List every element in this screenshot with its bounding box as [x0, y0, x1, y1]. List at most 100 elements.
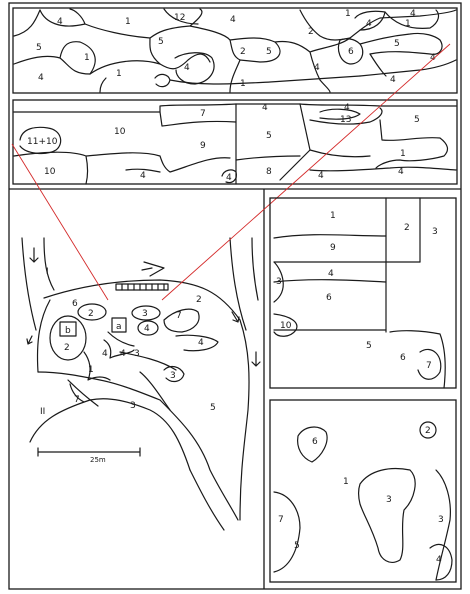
strip-b-frame — [12, 99, 458, 185]
strip-a-frame — [12, 7, 458, 94]
page-frame — [8, 2, 462, 590]
strip-a-map: 4 1 12 4 1 4 4 1 5 1 5 2 5 2 6 5 4 4 1 4… — [12, 7, 458, 94]
map-d-label-0: 6 — [312, 437, 318, 447]
strip-a-label-22: 4 — [390, 75, 396, 85]
area-label-3: 2 — [64, 343, 70, 353]
strip-b-label-5: 10 — [114, 127, 126, 137]
scale-bar — [37, 447, 141, 457]
strip-b-label-12: 4 — [226, 173, 232, 183]
zone-label-1: I — [46, 267, 49, 277]
area-label-12: 4 — [102, 349, 108, 359]
strip-a-label-5: 4 — [366, 19, 372, 29]
area-label-14: 7 — [74, 395, 80, 405]
strip-b-label-3: 5 — [414, 115, 420, 125]
flow-arrow-icon — [251, 351, 261, 367]
area-label-10: 2 — [196, 295, 202, 305]
strip-b-label-4: 11+10 — [27, 137, 58, 147]
marked-plot-a — [111, 317, 127, 333]
plot-map-c-labels: 1 9 2 3 4 3 6 10 5 6 7 — [276, 211, 438, 371]
strip-a-label-19: 4 — [184, 63, 190, 73]
strip-b-label-15: 4 — [398, 167, 404, 177]
strip-a-label-21: 4 — [314, 63, 320, 73]
strip-a-label-2: 12 — [174, 13, 185, 23]
area-label-17: 5 — [210, 403, 216, 413]
strip-a-label-9: 1 — [84, 53, 90, 63]
flow-arrow-icon — [26, 335, 33, 345]
area-label-15: 4 — [120, 349, 126, 359]
area-label-6: 4 — [144, 324, 150, 334]
map-c-label-10: 7 — [426, 361, 432, 371]
red-reference-line — [11, 143, 109, 301]
strip-a-labels: 4 1 12 4 1 4 4 1 5 1 5 2 5 2 6 5 4 4 1 4… — [36, 9, 436, 89]
strip-a-label-18: 1 — [116, 69, 122, 79]
strip-a-label-16: 4 — [430, 53, 436, 63]
strip-b-label-6: 9 — [200, 141, 206, 151]
north-arrow-icon — [141, 261, 165, 277]
strip-a-label-6: 4 — [410, 9, 416, 19]
map-d-label-7: 4 — [436, 555, 442, 565]
map-d-label-4: 7 — [278, 515, 284, 525]
strip-b-label-7: 5 — [266, 131, 272, 141]
area-label-16: 3 — [130, 401, 136, 411]
plot-map-d-labels: 6 2 1 3 7 5 3 4 — [278, 426, 444, 565]
strip-a-label-4: 1 — [345, 9, 351, 19]
area-label-11: 3 — [134, 349, 140, 359]
strip-a-label-11: 2 — [240, 47, 246, 57]
area-label-0: 6 — [72, 299, 78, 309]
strip-a-label-8: 5 — [36, 43, 42, 53]
strip-a-label-3: 4 — [230, 15, 236, 25]
area-label-1: 2 — [88, 309, 94, 319]
strip-a-label-15: 5 — [394, 39, 400, 49]
scale-label: 25m — [90, 456, 106, 464]
strip-a-label-20: 1 — [240, 79, 246, 89]
strip-b-label-9: 1 — [400, 149, 406, 159]
map-d-label-1: 2 — [425, 426, 431, 436]
area-label-13: 1 — [88, 365, 94, 375]
strip-b-label-13: 8 — [266, 167, 272, 177]
strip-b-label-11: 4 — [140, 171, 146, 181]
area-label-7: 7 — [176, 311, 182, 321]
map-d-label-6: 3 — [438, 515, 444, 525]
sketch-labels: I II 25m 6 2 b 2 a 3 4 7 4 3 2 3 4 1 7 4… — [40, 267, 216, 464]
map-c-label-1: 9 — [330, 243, 336, 253]
map-c-label-4: 4 — [328, 269, 334, 279]
map-d-label-5: 5 — [294, 541, 300, 551]
map-c-label-0: 1 — [330, 211, 336, 221]
area-label-5: 3 — [142, 309, 148, 319]
strip-a-label-7: 1 — [405, 19, 411, 29]
plot-map-d: 6 2 1 3 7 5 3 4 — [269, 399, 457, 583]
map-c-label-3: 3 — [432, 227, 438, 237]
strip-a-label-17: 4 — [38, 73, 44, 83]
strip-a-label-12: 5 — [266, 47, 272, 57]
map-c-label-8: 5 — [366, 341, 372, 351]
area-label-4: a — [116, 322, 122, 332]
zone-label-2: II — [40, 407, 45, 417]
strip-b-label-2: 4 — [344, 103, 350, 113]
map-d-label-2: 1 — [343, 477, 349, 487]
area-label-2: b — [65, 326, 71, 336]
strip-a-label-0: 4 — [57, 17, 63, 27]
strip-a-label-1: 1 — [125, 17, 131, 27]
map-c-label-2: 2 — [404, 223, 410, 233]
wall-segment — [115, 283, 169, 291]
map-c-label-6: 6 — [326, 293, 332, 303]
strip-b-label-8: 13 — [340, 115, 351, 125]
strip-b-label-1: 4 — [262, 103, 268, 113]
area-label-8: 4 — [198, 338, 204, 348]
site-sketch: I II 25m 6 2 b 2 a 3 4 7 4 3 2 3 4 1 7 4… — [11, 43, 451, 531]
marked-plot-b — [59, 321, 77, 337]
plot-map-d-frame — [269, 399, 457, 583]
strip-b-label-0: 7 — [200, 109, 206, 119]
map-d-label-3: 3 — [386, 495, 392, 505]
strip-b-map: 7 4 4 5 11+10 10 9 5 13 1 10 4 4 8 4 4 — [12, 99, 458, 185]
strip-b-label-10: 10 — [44, 167, 56, 177]
strip-b-labels: 7 4 4 5 11+10 10 9 5 13 1 10 4 4 8 4 4 — [27, 103, 420, 183]
area-label-9: 3 — [170, 371, 176, 381]
map-c-label-5: 3 — [276, 277, 282, 287]
map-c-label-9: 6 — [400, 353, 406, 363]
flow-arrow-icon — [29, 247, 39, 263]
red-reference-line — [161, 43, 451, 301]
strip-a-label-10: 5 — [158, 37, 164, 47]
plot-map-c: 1 9 2 3 4 3 6 10 5 6 7 — [269, 197, 457, 389]
